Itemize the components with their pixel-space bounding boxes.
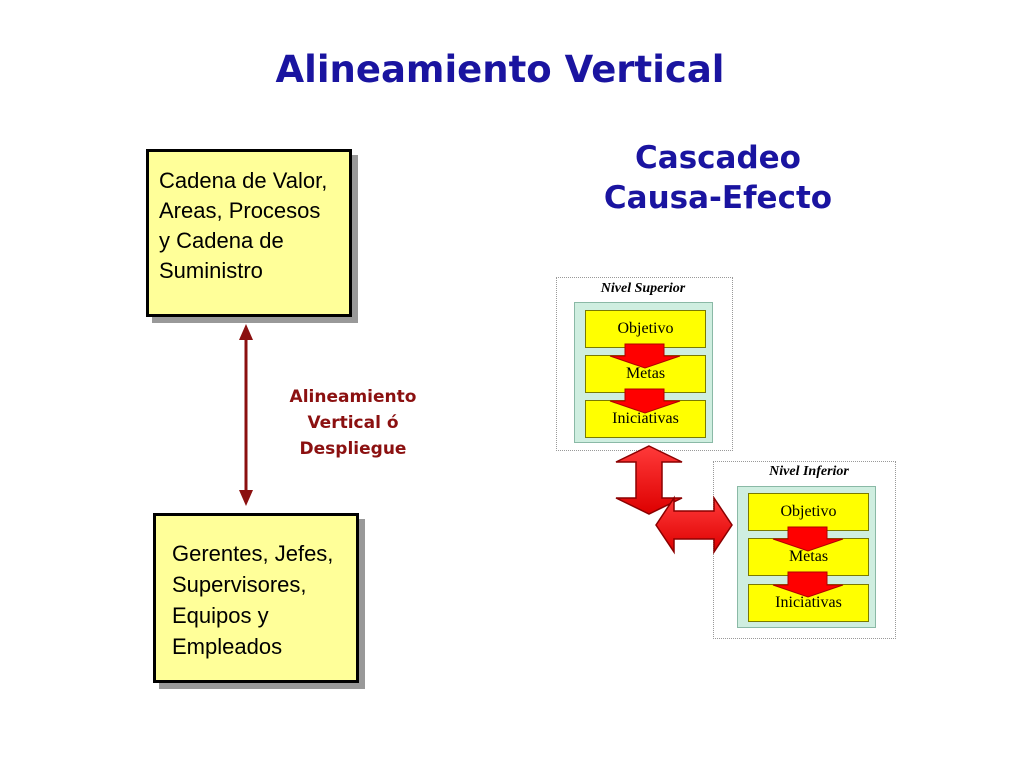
- superior-objective-node: Objetivo: [585, 310, 706, 348]
- alignment-label: Alineamiento Vertical ó Despliegue: [248, 384, 458, 462]
- vertical-alignment-arrow: [239, 324, 253, 506]
- personnel-box: Gerentes, Jefes, Supervisores, Equipos y…: [153, 513, 359, 683]
- alignment-label-line-2: Vertical ó: [307, 413, 399, 433]
- superior-goals-node: Metas: [585, 355, 706, 393]
- level-superior-title: Nivel Superior: [578, 281, 708, 297]
- subtitle-line-1: Cascadeo: [635, 140, 801, 176]
- superior-goals-to-initiatives-arrow: [609, 388, 681, 414]
- personnel-line-1: Gerentes, Jefes,: [172, 541, 334, 566]
- superior-objective-to-goals-arrow: [609, 343, 681, 369]
- inferior-goals-to-initiatives-arrow: [772, 571, 844, 598]
- value-chain-box: Cadena de Valor, Areas, Procesos y Caden…: [146, 149, 352, 317]
- subtitle: Cascadeo Causa-Efecto: [568, 138, 868, 218]
- personnel-line-3: Equipos y: [172, 603, 269, 628]
- cascade-vertical-double-arrow: [615, 445, 683, 515]
- personnel-line-4: Empleados: [172, 634, 283, 659]
- alignment-label-line-3: Despliegue: [299, 439, 407, 459]
- inferior-initiatives-node: Iniciativas: [748, 584, 869, 622]
- value-chain-line-1: Cadena de Valor,: [159, 168, 328, 193]
- level-inferior-title: Nivel Inferior: [743, 464, 875, 480]
- inferior-objective-to-goals-arrow: [772, 526, 844, 552]
- personnel-line-2: Supervisores,: [172, 572, 307, 597]
- value-chain-line-2: Areas, Procesos: [159, 198, 321, 223]
- value-chain-line-4: Suministro: [159, 258, 263, 283]
- subtitle-line-2: Causa-Efecto: [603, 180, 833, 216]
- page-title: Alineamiento Vertical: [275, 48, 725, 91]
- alignment-label-line-1: Alineamiento: [289, 387, 417, 407]
- inferior-objective-node: Objetivo: [748, 493, 869, 531]
- value-chain-line-3: y Cadena de: [159, 228, 284, 253]
- cascade-horizontal-double-arrow: [655, 495, 733, 555]
